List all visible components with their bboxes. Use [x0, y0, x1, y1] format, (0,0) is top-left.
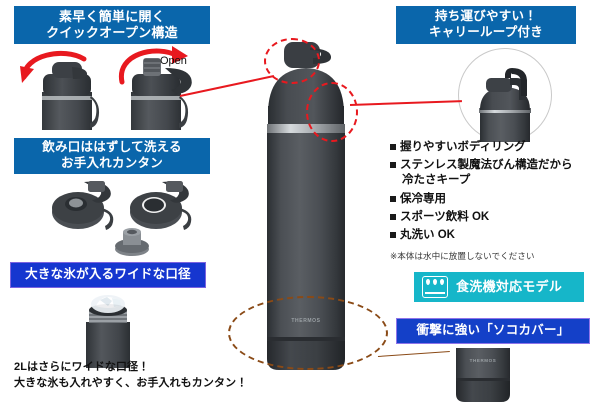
banner-quick-open-line2: クイックオープン構造 — [46, 25, 178, 40]
caption-wide-mouth-2l: 2Lはさらにワイドな口径！ 大きな氷も入れやすく、お手入れもカンタン！ — [14, 360, 264, 392]
bottle-cap-closed-photo — [42, 62, 100, 130]
banner-quick-open: 素早く簡単に開く クイックオープン構造 — [14, 6, 210, 44]
banner-easy-care: 飲み口ははずして洗える お手入れカンタン — [14, 138, 210, 174]
lid-assembly-right-photo — [130, 181, 192, 230]
bullet-square-icon — [390, 144, 396, 150]
thermos-brand-logo: THERMOS — [291, 318, 321, 324]
thermos-brand-logo-small: THERMOS — [469, 358, 497, 363]
badge-dishwasher: 食洗機対応モデル — [414, 272, 584, 302]
rotate-arrow-right-icon — [119, 46, 188, 85]
leader-line-carry-loop — [349, 100, 462, 106]
feature-item-text: 丸洗い OK — [400, 228, 455, 241]
lid-assembly-left-photo — [52, 181, 114, 230]
feature-item-text: 保冷専用 — [400, 192, 446, 205]
feature-item: スポーツ飲料 OK — [390, 210, 598, 225]
bottle-cap-open-photo — [131, 58, 192, 130]
caption-wide-mouth-2l-line2: 大きな氷も入れやすく、お手入れもカンタン！ — [14, 376, 248, 389]
detachable-spout-photo — [115, 228, 149, 256]
bullet-square-icon — [390, 195, 396, 202]
feature-item-text: ステンレス製魔法びん構造だから 冷たさキープ — [400, 158, 598, 188]
banner-quick-open-line1: 素早く簡単に開く — [58, 8, 166, 24]
feature-item: 握りやすいボディリング — [390, 140, 598, 155]
banner-easy-care-line1: 飲み口ははずして洗える — [42, 140, 182, 155]
feature-list: 握りやすいボディリング ステンレス製魔法びん構造だから 冷たさキープ 保冷専用 … — [390, 140, 598, 246]
feature-item-text: スポーツ飲料 OK — [400, 210, 490, 223]
badge-dishwasher-label: 食洗機対応モデル — [456, 278, 563, 294]
carry-loop-closeup-photo — [479, 68, 531, 142]
water-drop-icon — [426, 279, 431, 285]
banner-soko-cover: 衝撃に強い「ソコカバー」 — [396, 318, 590, 344]
bullet-square-icon — [390, 213, 396, 220]
feature-item: 保冷専用 — [390, 192, 598, 207]
feature-item-text: 握りやすいボディリング — [400, 141, 526, 153]
feature-item: 丸洗い OK — [390, 228, 598, 243]
water-drop-icon — [439, 279, 444, 285]
banner-wide-mouth-line1: 大きな氷が入るワイドな口径 — [25, 267, 191, 282]
rotate-arrow-left-icon — [20, 50, 87, 83]
dishwasher-icon — [422, 276, 448, 298]
banner-carry-loop-line1: 持ち運びやすい！ — [434, 9, 537, 24]
feature-item-text-line2: 冷たさキープ — [402, 174, 471, 187]
banner-soko-cover-line1: 衝撃に強い「ソコカバー」 — [416, 323, 570, 338]
leader-line-soko-cover — [377, 350, 450, 358]
banner-easy-care-line2: お手入れカンタン — [60, 156, 163, 170]
wide-mouth-ice-bottle-photo — [86, 295, 130, 368]
dishwasher-rack-line — [425, 292, 445, 294]
banner-carry-loop-line2: キャリーループ付き — [428, 25, 543, 39]
feature-item: ステンレス製魔法びん構造だから 冷たさキープ — [390, 158, 598, 188]
label-open: Open — [160, 55, 187, 67]
bullet-square-icon — [390, 231, 396, 238]
feature-item-text-line1: ステンレス製魔法びん構造だから — [400, 159, 573, 172]
feature-note: ※本体は水中に放置しないでください — [390, 251, 535, 261]
water-drop-icon — [432, 279, 437, 285]
soko-cover-closeup-photo — [456, 348, 510, 402]
caption-wide-mouth-2l-line1: 2Lはさらにワイドな口径！ — [14, 361, 150, 373]
banner-wide-mouth: 大きな氷が入るワイドな口径 — [10, 262, 206, 288]
bullet-square-icon — [390, 162, 396, 169]
banner-carry-loop: 持ち運びやすい！ キャリーループ付き — [396, 6, 576, 44]
